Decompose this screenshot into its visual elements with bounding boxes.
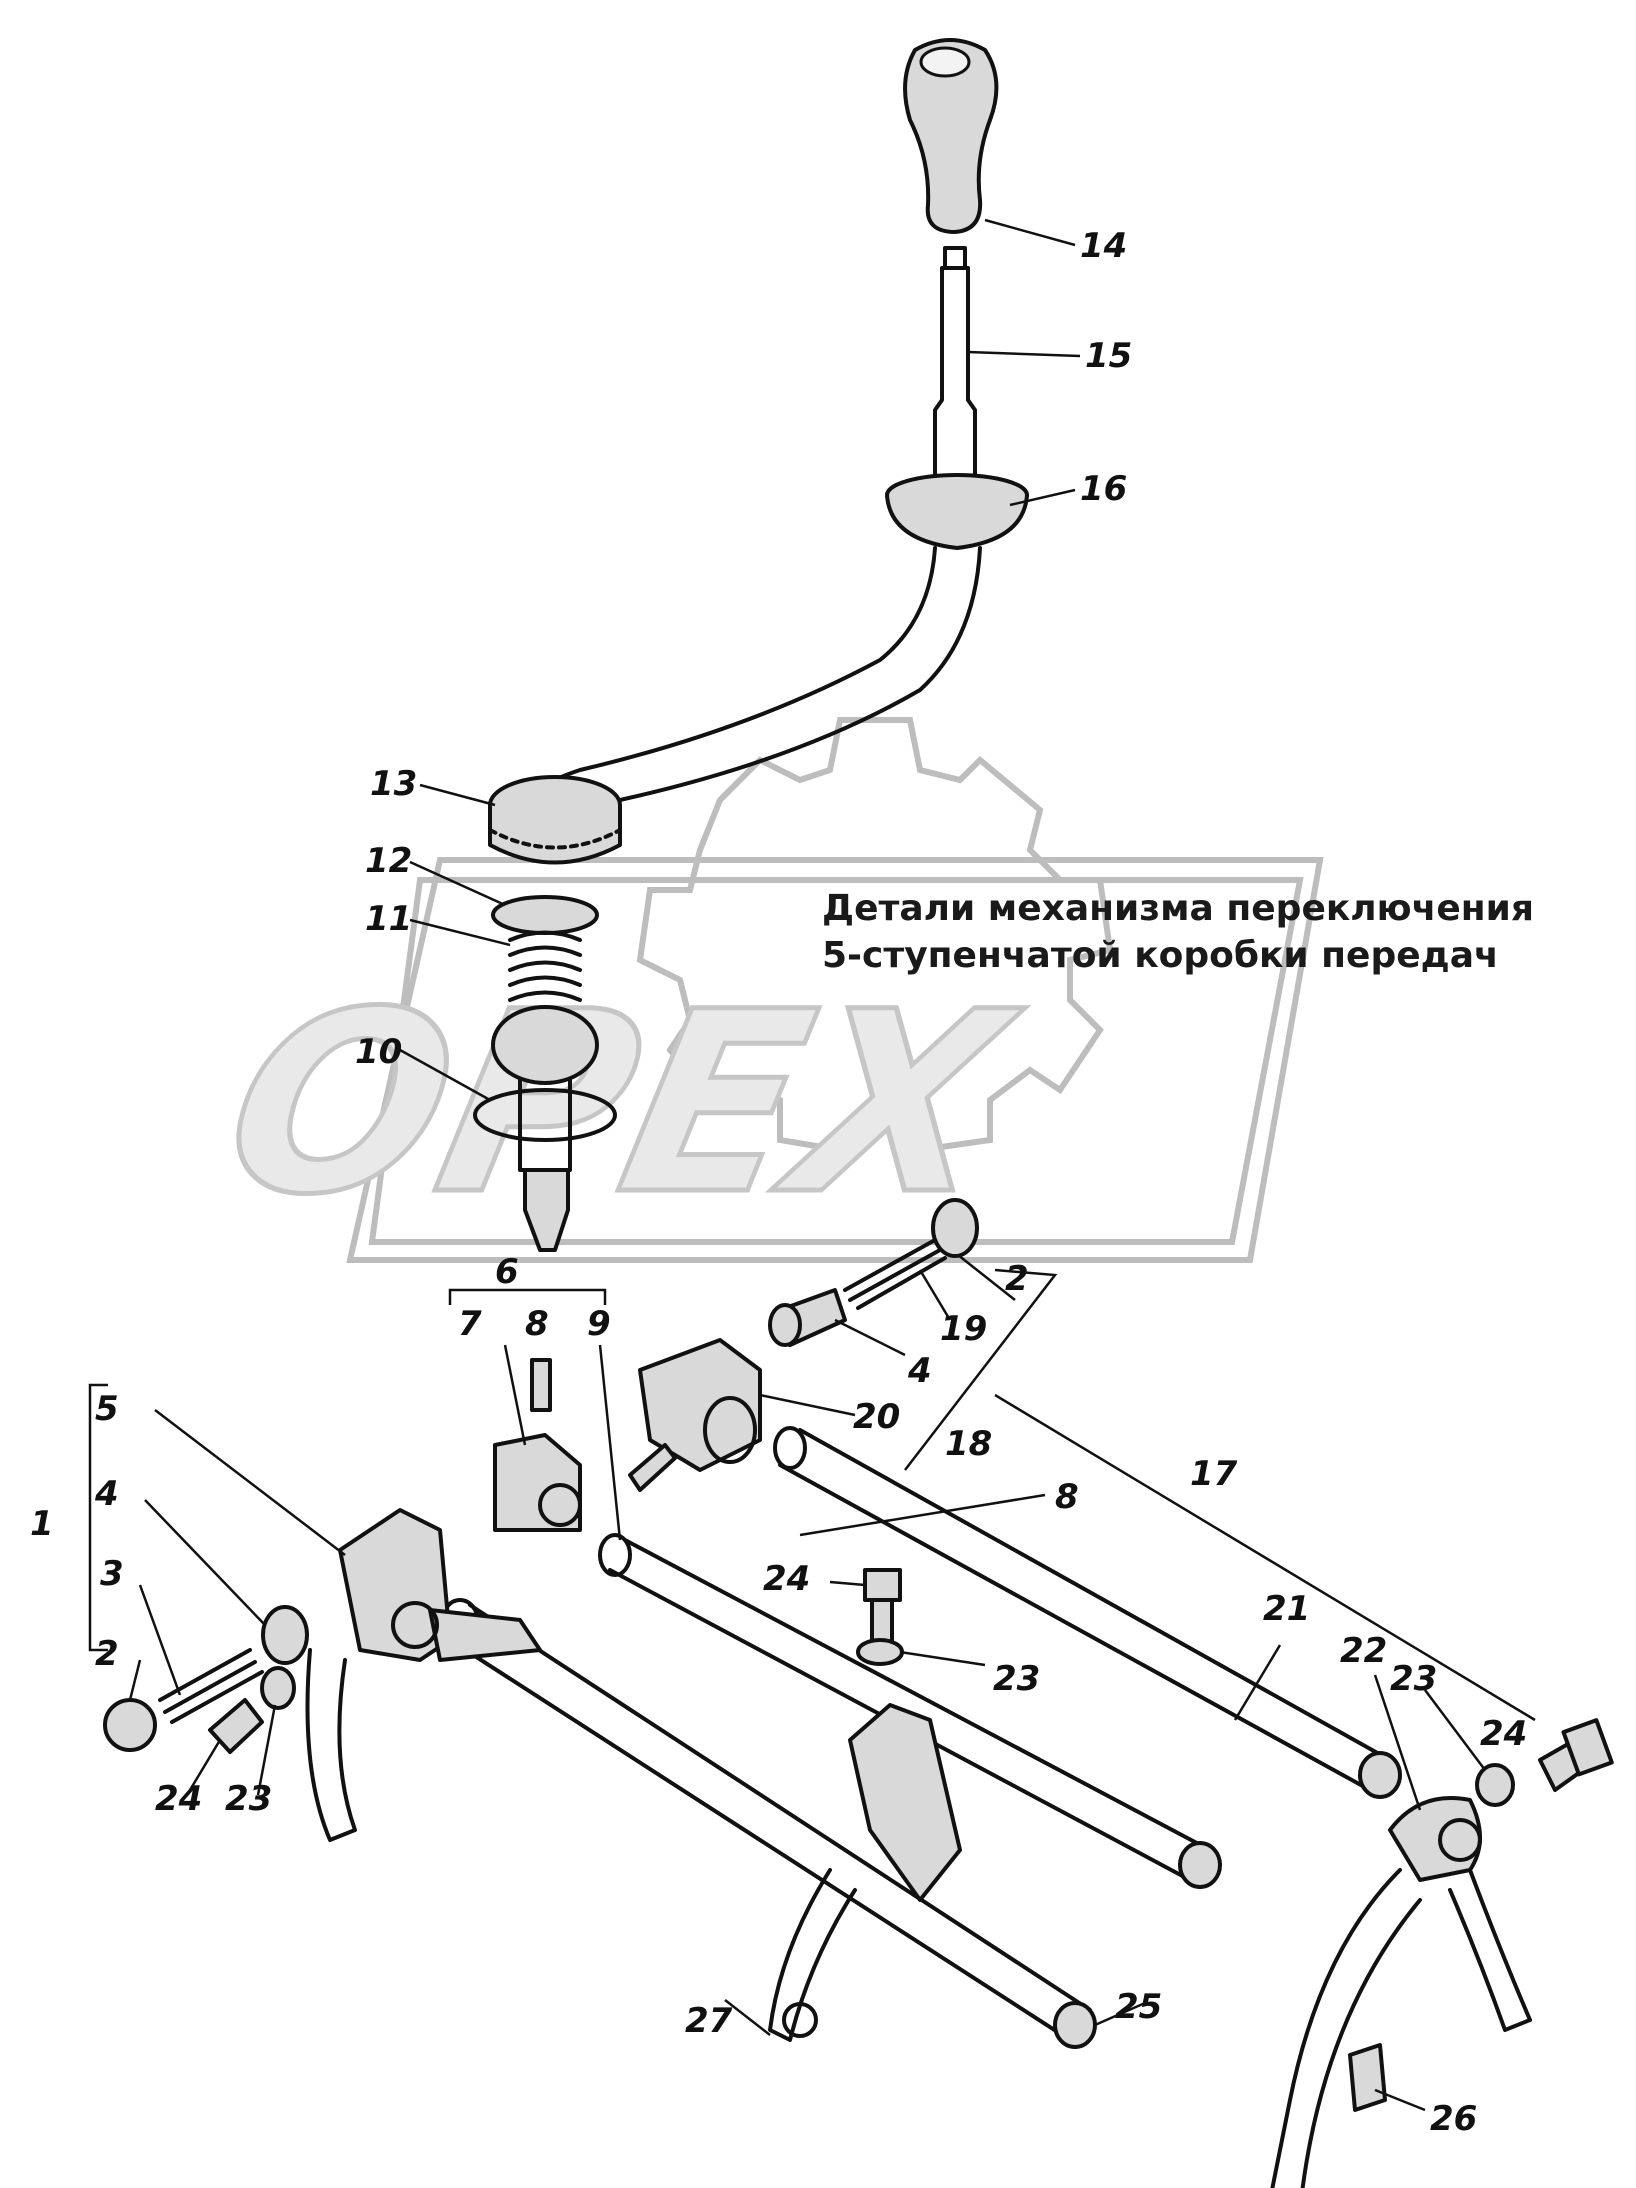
lever-tip — [523, 1168, 570, 1252]
label-20: 20 — [853, 1397, 900, 1437]
spring-3 — [158, 1648, 264, 1724]
diagram-title-line-1: Детали механизма переключения — [822, 888, 1535, 929]
label-23-left: 23 — [225, 1779, 272, 1819]
bolt-24-right — [1538, 1718, 1614, 1792]
label-26: 26 — [1430, 2099, 1477, 2139]
label-21: 21 — [1263, 1589, 1310, 1629]
knob-14 — [903, 38, 999, 234]
label-24-left: 24 — [155, 1779, 202, 1819]
bracket-20 — [638, 1338, 762, 1472]
fork-5 — [305, 1508, 542, 1842]
diagram-title-line-2: 5-ступенчатой коробки передач — [822, 935, 1499, 976]
label-8-mid: 8 — [1055, 1477, 1079, 1517]
cap-13 — [488, 775, 622, 865]
label-11: 11 — [365, 899, 412, 939]
label-23-center: 23 — [993, 1659, 1040, 1699]
fork-22 — [1270, 1796, 1532, 2188]
bracket-7 — [493, 1433, 582, 1532]
watermark-text: OPEX — [204, 958, 1036, 1250]
washer-23-center — [856, 1638, 904, 1666]
label-5: 5 — [95, 1389, 119, 1429]
label-2-right: 2 — [1005, 1259, 1029, 1299]
leader-lines — [128, 218, 1486, 2112]
rod-21 — [773, 1426, 1402, 1799]
pin-4-right — [768, 1288, 847, 1347]
ball-joint — [491, 1005, 599, 1172]
ring-10 — [473, 1088, 617, 1142]
spring-11 — [508, 930, 582, 1002]
label-8-top: 8 — [525, 1304, 549, 1344]
label-14: 14 — [1080, 226, 1127, 266]
label-23-right: 23 — [1390, 1659, 1437, 1699]
label-22: 22 — [1340, 1631, 1387, 1671]
fork-27 — [768, 1703, 962, 2042]
bolt-24-center — [863, 1568, 902, 1647]
pin-26 — [1348, 2043, 1387, 2112]
rod-25 — [440, 1598, 1097, 2049]
spring-19 — [843, 1238, 947, 1310]
pin-8-top — [530, 1358, 552, 1412]
washer-23-right — [1475, 1763, 1515, 1807]
label-16: 16 — [1080, 469, 1127, 509]
label-13: 13 — [370, 764, 417, 804]
label-17: 17 — [1190, 1454, 1238, 1494]
part-labels: 14 15 16 13 12 11 10 6 7 8 9 2 19 4 20 1… — [30, 226, 1527, 2139]
label-24-center: 24 — [763, 1559, 810, 1599]
label-15: 15 — [1085, 336, 1132, 376]
label-24-right: 24 — [1480, 1714, 1527, 1754]
label-4-left: 4 — [94, 1474, 119, 1514]
watermark: OPEX — [202, 717, 1324, 1263]
label-12: 12 — [365, 841, 412, 881]
label-25: 25 — [1115, 1987, 1162, 2027]
label-10: 10 — [355, 1032, 402, 1072]
label-27: 27 — [685, 2001, 733, 2041]
bolt-24-left — [208, 1698, 264, 1754]
lever-rod-15 — [933, 246, 977, 492]
boot-16 — [885, 473, 1029, 550]
plug-2-right — [931, 1198, 979, 1258]
label-3: 3 — [100, 1554, 124, 1594]
bracket-lines — [88, 1268, 1536, 1722]
washer-12 — [491, 895, 599, 935]
label-6: 6 — [495, 1252, 519, 1292]
label-19: 19 — [940, 1309, 987, 1349]
label-9: 9 — [587, 1304, 611, 1344]
label-4-right: 4 — [907, 1351, 932, 1391]
washer-23-left — [260, 1666, 296, 1710]
label-2-left: 2 — [95, 1634, 119, 1674]
pin-8-mid — [628, 1443, 677, 1492]
label-1: 1 — [30, 1504, 54, 1544]
label-7: 7 — [458, 1304, 482, 1344]
plug-2-left — [103, 1698, 157, 1752]
pin-4-left — [261, 1605, 309, 1665]
label-18: 18 — [945, 1424, 992, 1464]
